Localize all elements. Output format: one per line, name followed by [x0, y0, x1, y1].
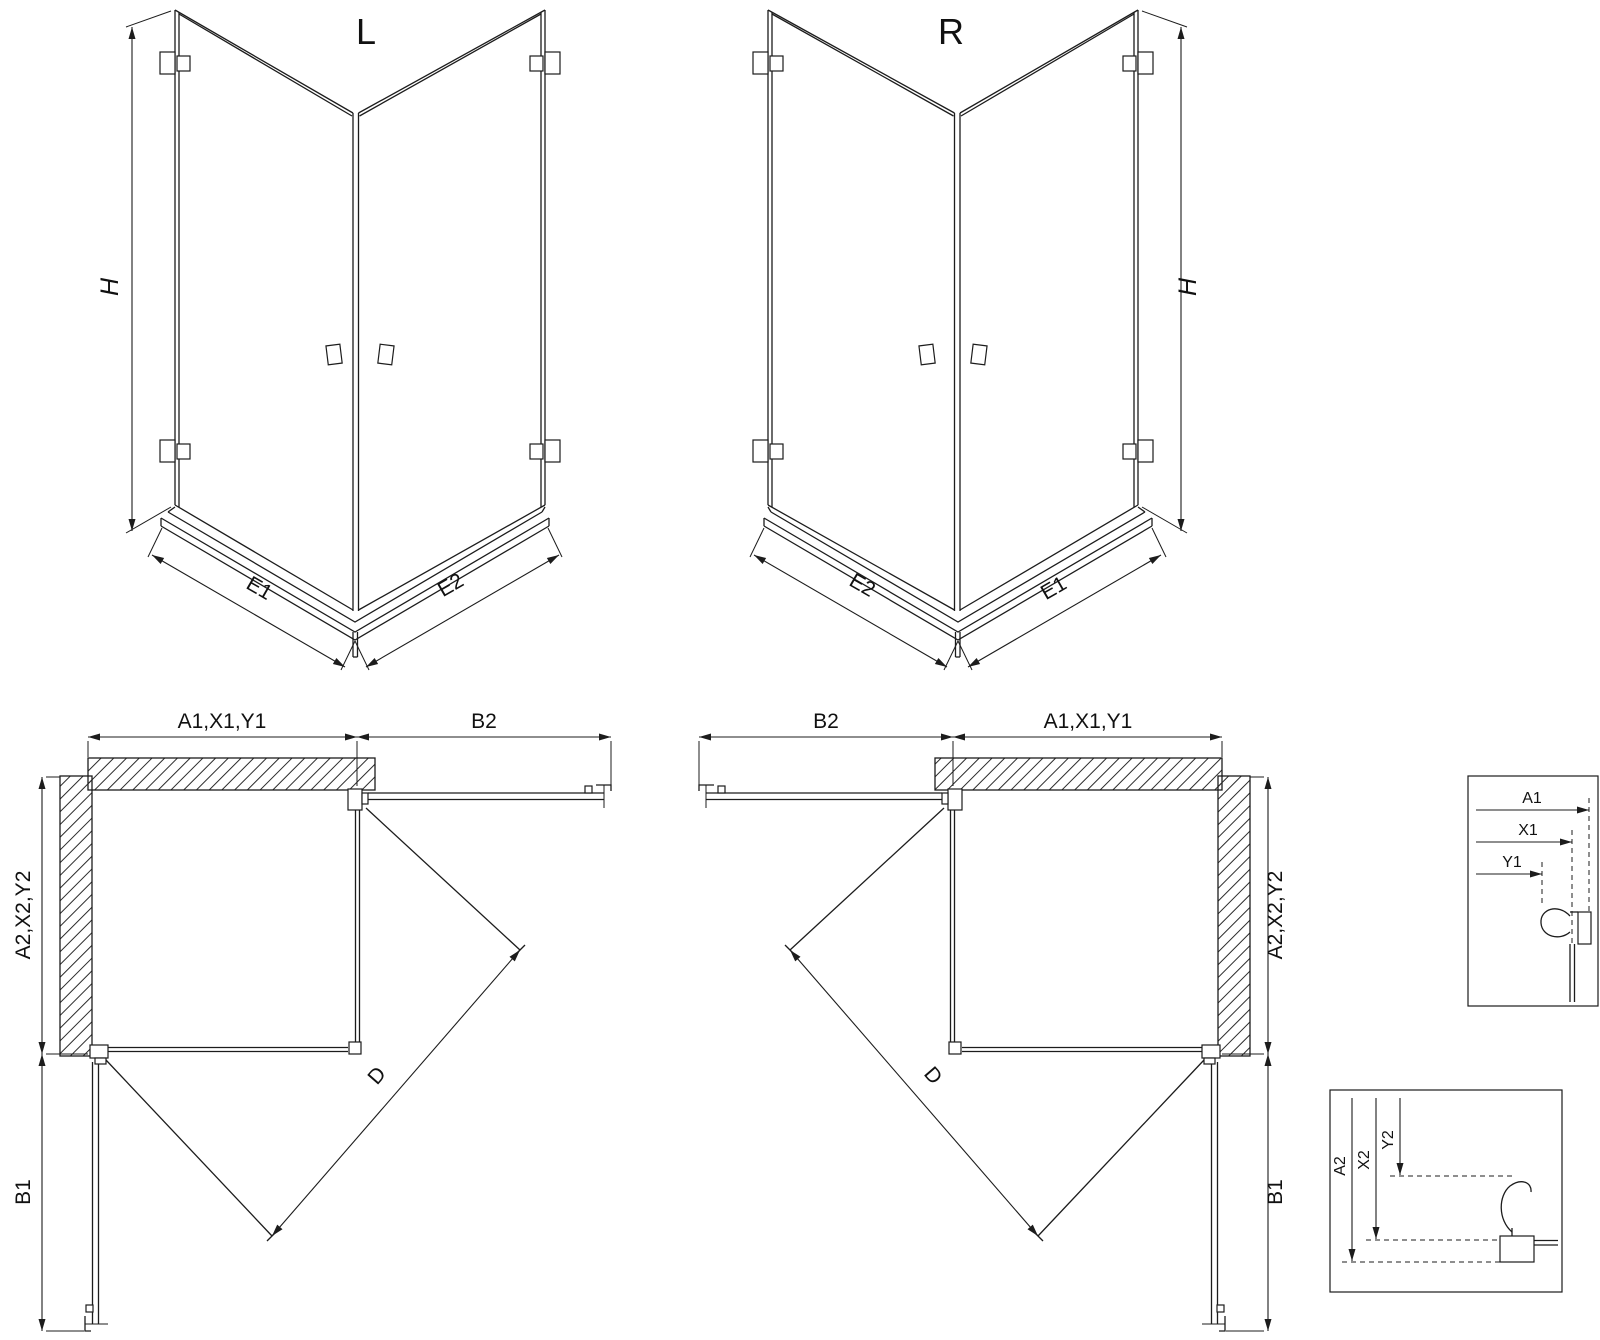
- hinge-icons-left-view: [159, 51, 561, 463]
- top-span-left-label-left-plan: A1,X1,Y1: [178, 710, 267, 733]
- dimension-top-left-plan: A1,X1,Y1 B2: [87, 710, 612, 789]
- dimension-diagonal-right-plan: D: [789, 949, 1039, 1237]
- wall-hatched-side-left-plan: [59, 775, 93, 1057]
- e2-label-right-view: E2: [845, 569, 879, 602]
- shower-tray-right-view: [763, 506, 1153, 658]
- detail-y2-label: Y2: [1380, 1130, 1397, 1150]
- detail-y1-label: Y1: [1502, 854, 1522, 871]
- dimension-widths-right-view: E2 E1: [749, 527, 1167, 671]
- detail-a2-label: A2: [1332, 1156, 1349, 1176]
- top-span-right-label-left-plan: B2: [471, 710, 497, 733]
- hardware-right-plan: [698, 784, 1226, 1332]
- diagonal-label-right-plan: D: [919, 1062, 946, 1089]
- hardware-left-plan: [84, 784, 612, 1332]
- wall-hatched-top-right-plan: [934, 757, 1223, 791]
- door-handle-icons-left-view: [325, 343, 395, 366]
- variant-label-right: R: [938, 11, 964, 52]
- detail-x1-label: X1: [1518, 822, 1538, 839]
- dimension-side-left-plan: A2,X2,Y2 B1: [12, 776, 88, 1332]
- dimension-height-right-view: H: [1141, 10, 1202, 534]
- dimension-side-right-plan: A2,X2,Y2 B1: [1222, 776, 1287, 1332]
- variant-label-left: L: [356, 11, 376, 52]
- glass-panels-left-view: [174, 9, 546, 611]
- wall-hatched-top-left-plan: [87, 757, 376, 791]
- side-span-top-label-right-plan: A2,X2,Y2: [1264, 871, 1287, 960]
- e2-label-left-view: E2: [434, 569, 468, 602]
- plan-view-right: D B2 A1,X1,Y1 A2,X2,Y2 B1: [698, 710, 1287, 1332]
- top-span-right-label-right-plan: A1,X1,Y1: [1044, 710, 1133, 733]
- door-handle-icons-right-view: [918, 343, 988, 366]
- iso-view-right: R: [749, 9, 1202, 671]
- side-span-bottom-label-left-plan: B1: [12, 1179, 35, 1205]
- top-span-left-label-right-plan: B2: [813, 710, 839, 733]
- dimension-height-left-view: H: [96, 10, 172, 534]
- glass-doors-right-plan: [706, 792, 1219, 1324]
- diagonal-label-left-plan: D: [363, 1062, 390, 1089]
- shower-tray-left-view: [160, 506, 550, 658]
- plan-view-left: D A1,X1,Y1 B2 A2,X2,Y2 B1: [12, 710, 612, 1332]
- dimension-widths-left-view: E1 E2: [147, 527, 563, 671]
- dimension-top-right-plan: B2 A1,X1,Y1: [698, 710, 1223, 789]
- detail-x2-label: X2: [1356, 1150, 1373, 1170]
- height-label-right-view: H: [1174, 277, 1202, 296]
- height-label-left-view: H: [96, 277, 124, 296]
- detail-a1-label: A1: [1522, 790, 1542, 807]
- profile-section-horizontal: [1540, 908, 1592, 1002]
- iso-view-left: L: [96, 9, 563, 671]
- wall-hatched-side-right-plan: [1217, 775, 1251, 1057]
- glass-panels-right-view: [767, 9, 1139, 611]
- detail-inset-vertical: A2 X2 Y2: [1329, 1089, 1563, 1293]
- side-span-top-label-left-plan: A2,X2,Y2: [12, 871, 35, 960]
- hinge-icons-right-view: [752, 51, 1154, 463]
- side-span-bottom-label-right-plan: B1: [1264, 1179, 1287, 1205]
- dimension-diagonal-left-plan: D: [271, 949, 521, 1237]
- profile-section-vertical: [1499, 1181, 1558, 1263]
- glass-doors-left-plan: [91, 792, 604, 1324]
- detail-inset-horizontal: A1 X1 Y1: [1467, 775, 1599, 1007]
